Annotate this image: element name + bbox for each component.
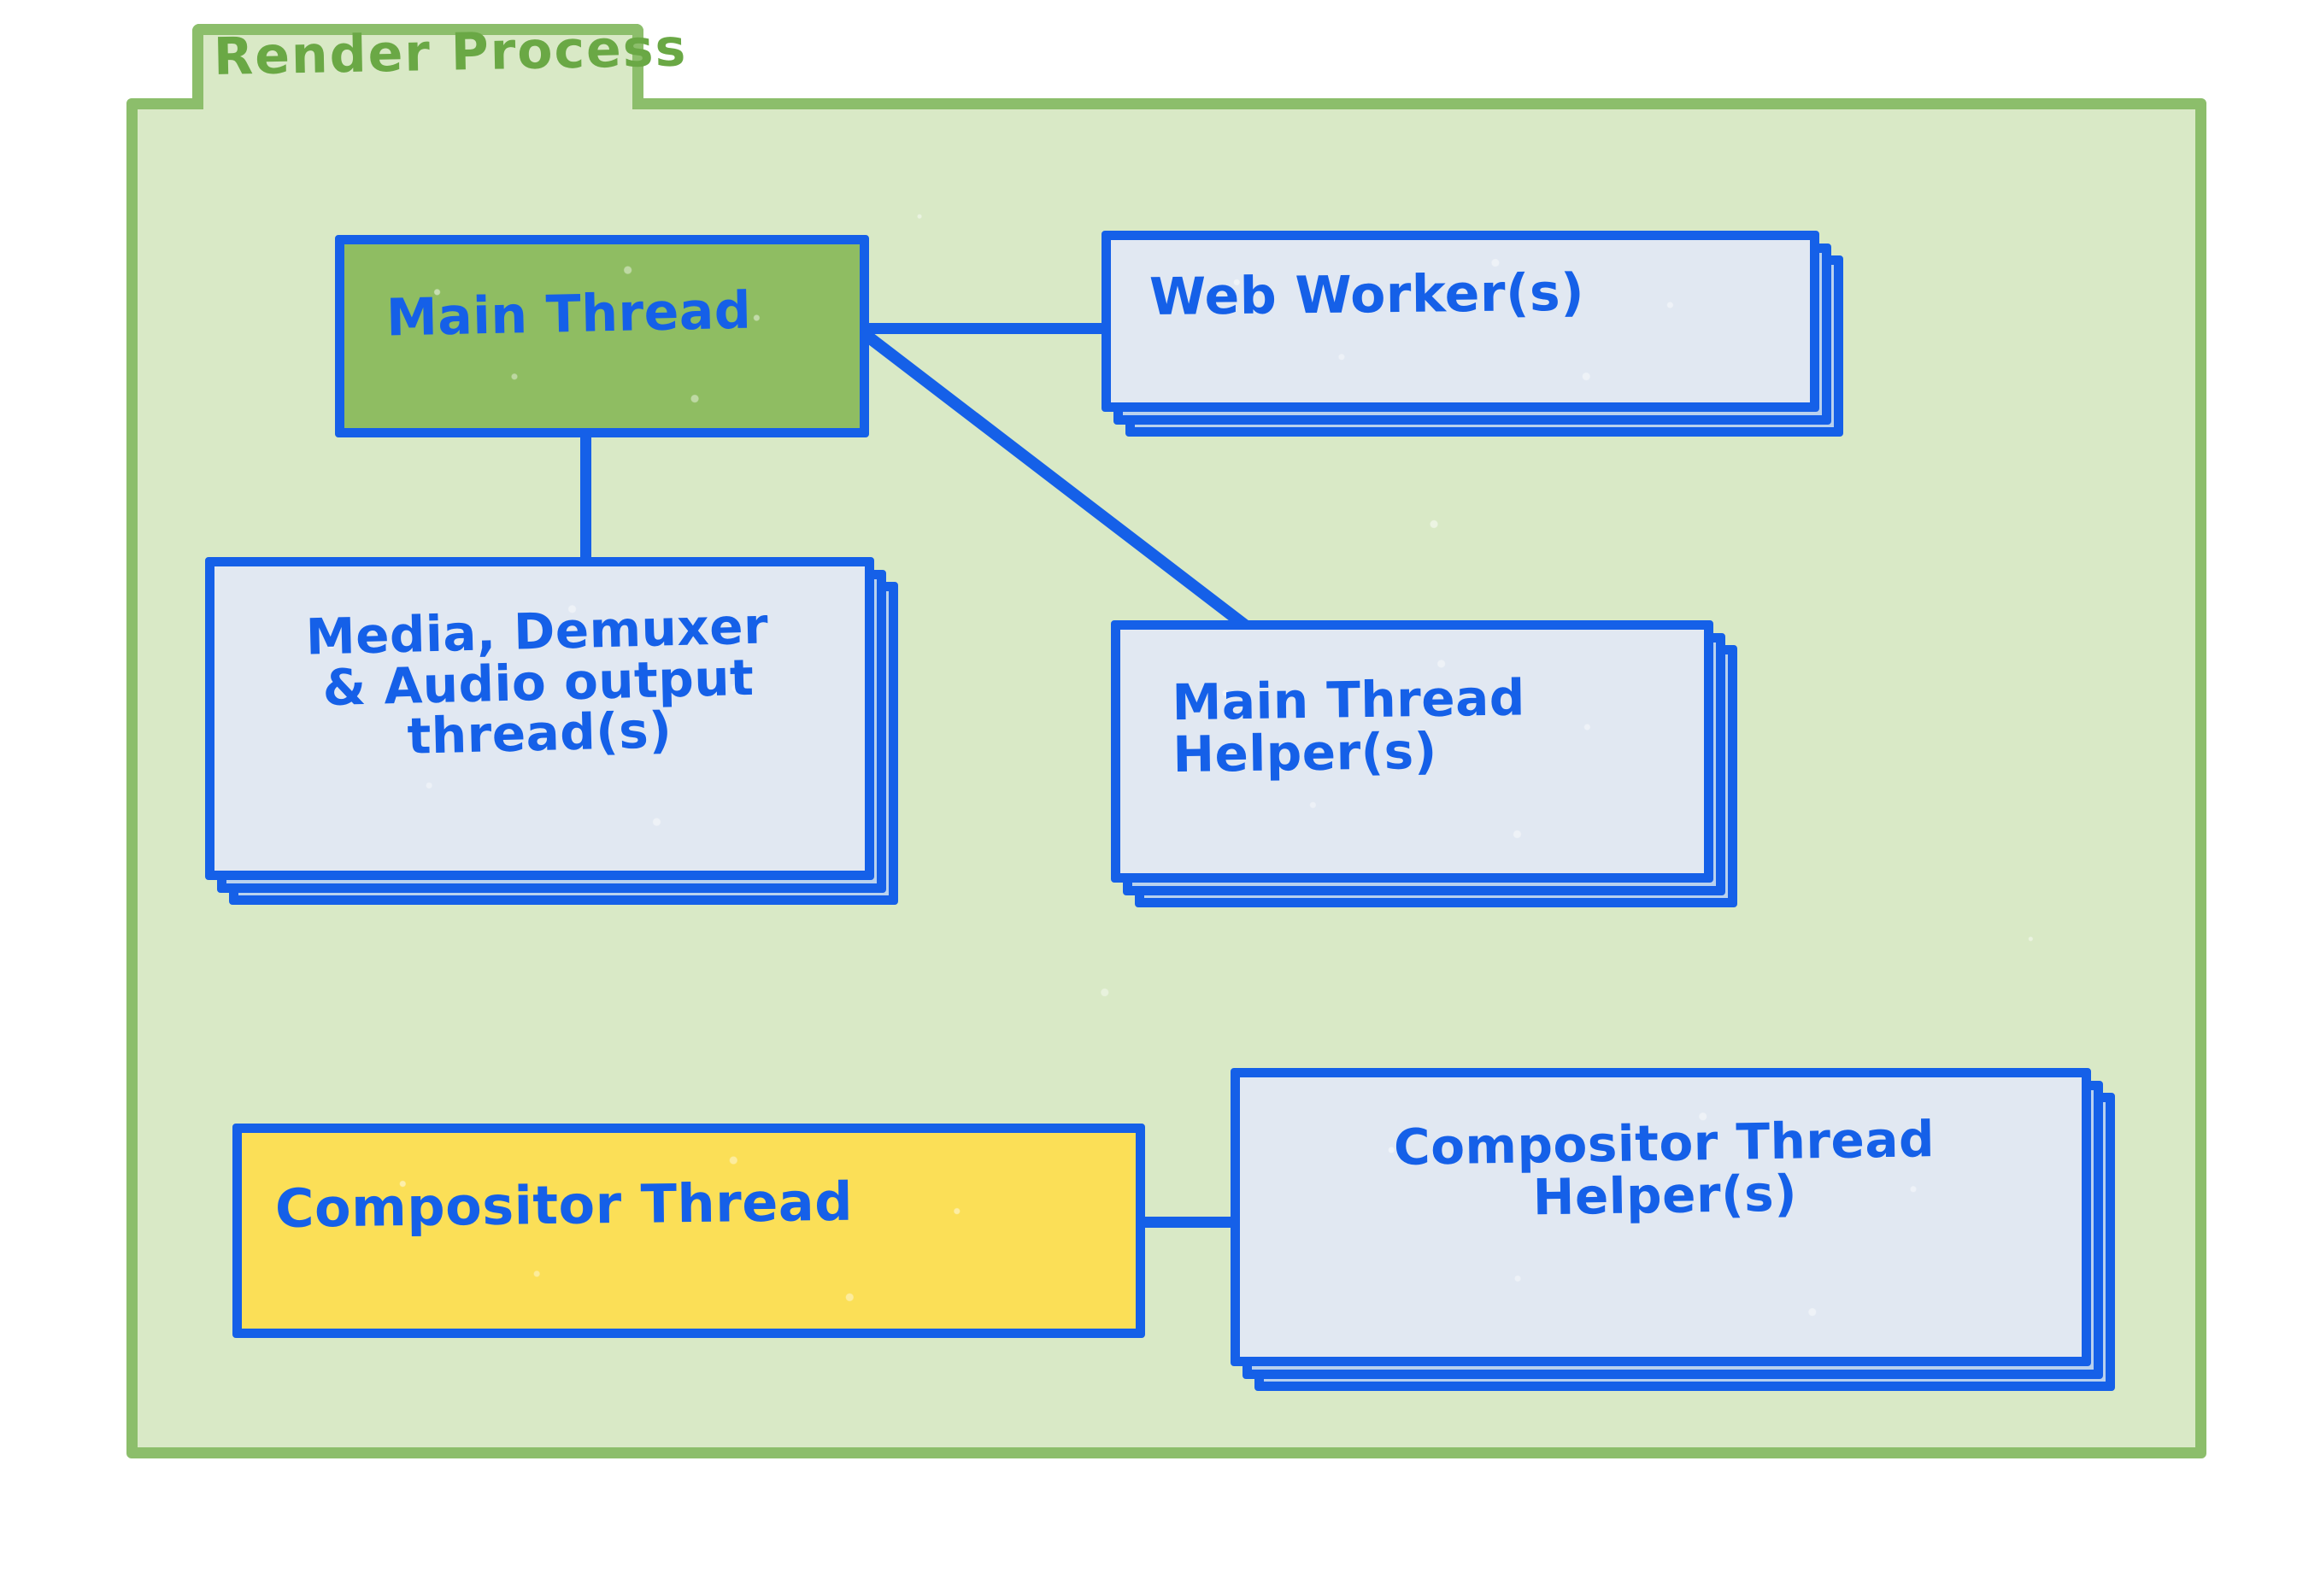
node-web-worker[interactable]: Web Worker(s) bbox=[1102, 231, 1843, 437]
render-process-tab bbox=[192, 24, 643, 109]
node-main-thread-card bbox=[335, 235, 869, 437]
node-web-worker-label: Web Worker(s) bbox=[1148, 262, 1585, 327]
node-compositor-thread-helper-label: Compositor Thread Helper(s) bbox=[1393, 1110, 1936, 1227]
node-media-demuxer-audio[interactable]: Media, Demuxer & Audio output thread(s) bbox=[205, 557, 898, 905]
render-process-title: Render Process bbox=[213, 18, 688, 87]
node-media-label: Media, Demuxer & Audio output thread(s) bbox=[305, 596, 769, 766]
edge-main-thread-to-main-thread-helper bbox=[853, 323, 1249, 631]
node-media-card bbox=[205, 557, 874, 880]
node-main-thread-helper[interactable]: Main Thread Helper(s) bbox=[1111, 620, 1737, 907]
node-compositor-thread-helper[interactable]: Compositor Thread Helper(s) bbox=[1231, 1068, 2115, 1391]
node-compositor-thread[interactable]: Compositor Thread bbox=[232, 1124, 1145, 1338]
node-main-thread-helper-label: Main Thread Helper(s) bbox=[1172, 668, 1526, 784]
node-compositor-helper-card bbox=[1231, 1068, 2091, 1366]
node-main-thread[interactable]: Main Thread bbox=[335, 235, 869, 437]
node-compositor-thread-label: Compositor Thread bbox=[274, 1170, 854, 1240]
node-web-worker-card bbox=[1102, 231, 1819, 412]
node-main-thread-helper-card bbox=[1111, 620, 1713, 883]
edge-main-thread-to-web-worker bbox=[861, 323, 1109, 334]
node-main-thread-label: Main Thread bbox=[385, 280, 752, 349]
node-compositor-thread-card bbox=[232, 1124, 1145, 1338]
edge-main-thread-to-media bbox=[580, 431, 591, 564]
edge-compositor-to-compositor-helper bbox=[1138, 1217, 1237, 1228]
